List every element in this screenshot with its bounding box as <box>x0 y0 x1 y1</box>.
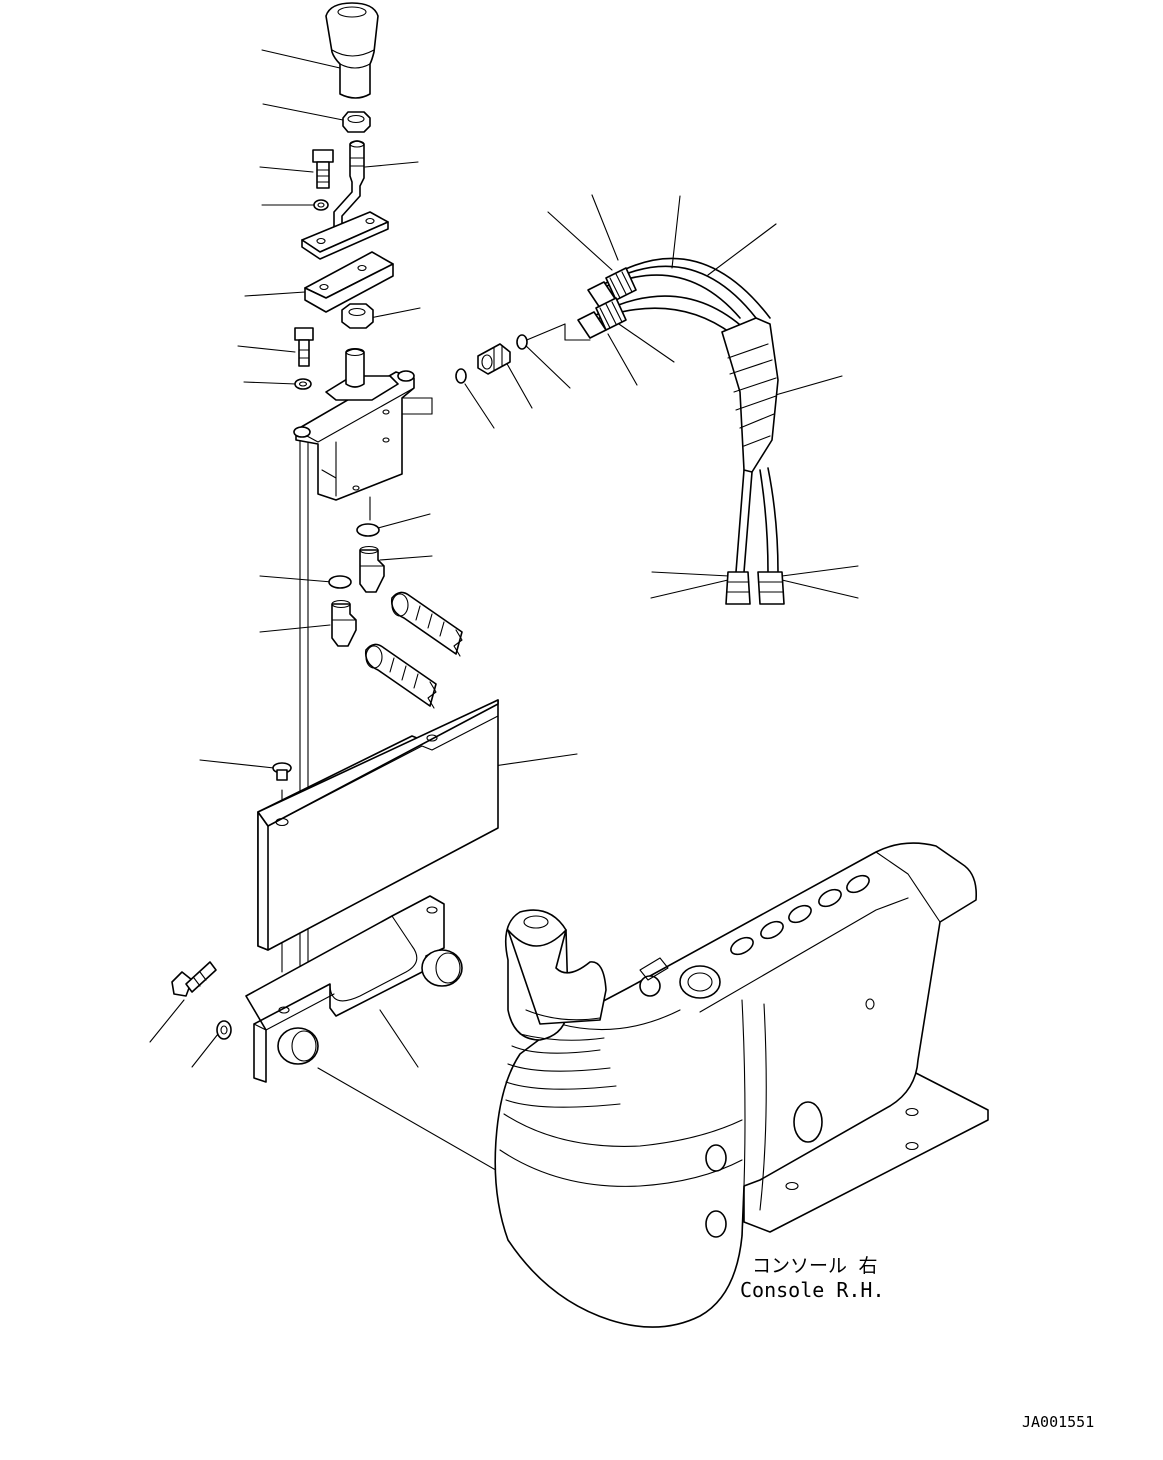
bolt <box>294 327 314 367</box>
leader-lines <box>149 49 859 1068</box>
lever-knob <box>325 2 379 99</box>
o-ring <box>455 368 467 384</box>
hose-assembly <box>577 257 785 605</box>
hose-cut-end <box>390 591 463 657</box>
o-ring <box>356 523 380 537</box>
flange-bolt <box>171 961 217 997</box>
drawing-number: JA001551 <box>1022 1413 1094 1431</box>
mounting-bracket <box>245 895 463 1083</box>
cover-plate <box>257 699 499 951</box>
mounting-plate <box>301 211 389 260</box>
washer <box>294 378 312 390</box>
o-ring <box>516 334 528 350</box>
screw <box>272 762 292 781</box>
hex-nut <box>341 303 374 329</box>
spacer-block <box>304 251 394 313</box>
elbow-fitting <box>359 545 385 593</box>
elbow-fitting <box>331 599 357 647</box>
washer <box>313 199 329 211</box>
console-label-en: Console R.H. <box>740 1278 885 1302</box>
lock-nut <box>342 111 371 133</box>
bolt <box>312 149 334 189</box>
console-label-jp: コンソール 右 <box>752 1255 877 1277</box>
washer <box>216 1020 232 1040</box>
pilot-valve <box>293 347 415 501</box>
lever-rod <box>333 140 365 241</box>
o-ring <box>328 575 352 589</box>
console-rh <box>494 842 989 1328</box>
hose-cut-end <box>364 643 437 709</box>
elbow-adapter <box>477 343 511 375</box>
